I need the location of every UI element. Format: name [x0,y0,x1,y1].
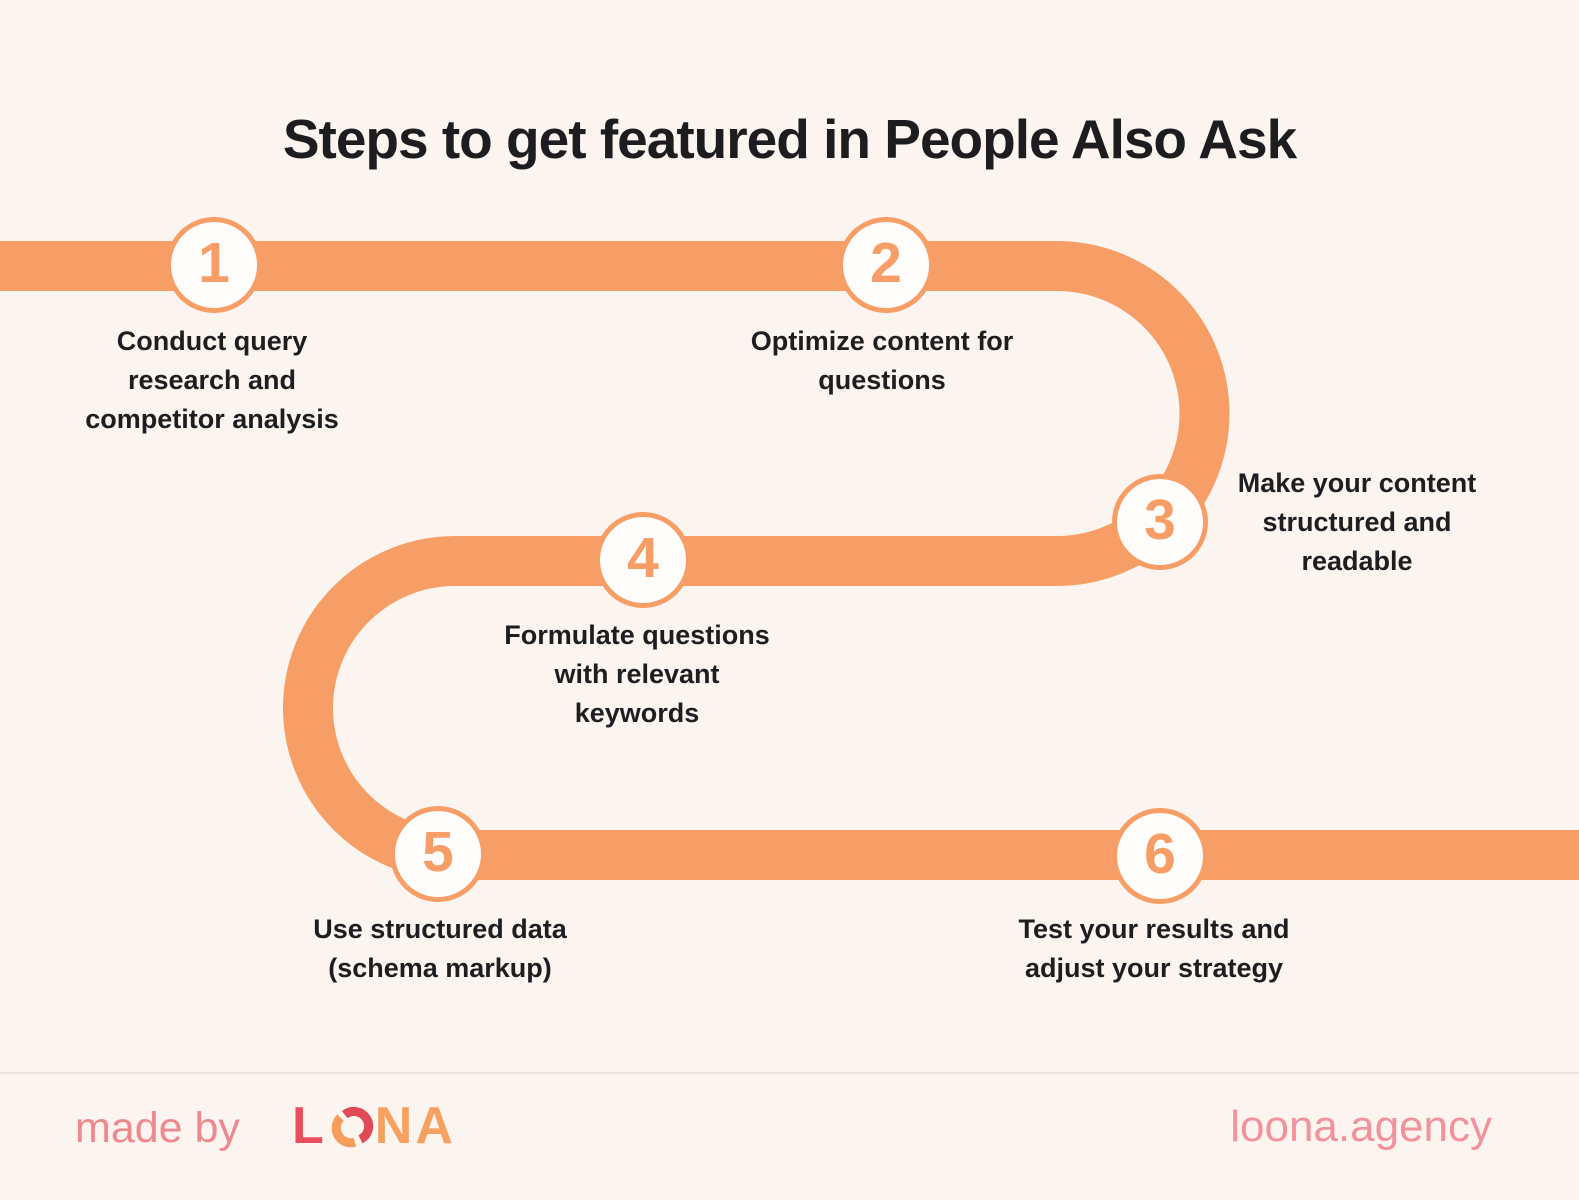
loona-logo-na: NA [374,1097,456,1155]
step-badge-2: 2 [838,217,934,313]
step-label-6: Test your results and adjust your strate… [1018,914,1290,983]
step-badge-3: 3 [1112,474,1208,570]
step-label-3: Make your content structured and readabl… [1237,468,1477,576]
step-label-1: Conduct query research and competitor an… [85,326,339,434]
step-number-3: 3 [1144,487,1176,552]
step-number-1: 1 [198,230,230,295]
process-path-line [0,241,1579,880]
loona-logo-o-icon [331,1106,373,1148]
step-number-4: 4 [627,525,659,590]
page-title: Steps to get featured in People Also Ask [282,107,1297,170]
step-label-5: Use structured data (schema markup) [313,914,567,983]
step-number-6: 6 [1144,821,1176,886]
step-badge-4: 4 [595,512,691,608]
step-badge-1: 1 [166,217,262,313]
loona-logo[interactable]: L NA [292,1096,456,1156]
step-label-2: Optimize content for questions [750,326,1014,395]
step-badge-6: 6 [1112,808,1208,904]
footer-divider [0,1072,1579,1074]
step-badge-5: 5 [390,806,486,902]
step-label-4: Formulate questions with relevant keywor… [504,620,770,728]
made-by-label: made by [75,1104,240,1152]
footer: made by L NA loona.agency [0,1072,1579,1200]
footer-site-link[interactable]: loona.agency [1230,1102,1492,1151]
loona-logo-l: L [292,1097,325,1155]
step-number-2: 2 [870,230,902,295]
step-number-5: 5 [422,819,454,884]
